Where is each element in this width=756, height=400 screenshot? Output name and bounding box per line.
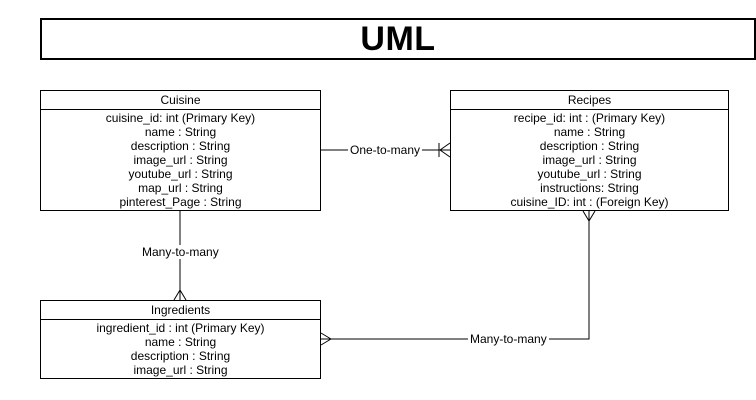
entity-ingredients-header: Ingredients — [41, 301, 320, 320]
entity-recipes-header: Recipes — [451, 91, 728, 110]
entity-attribute: cuisine_id: int (Primary Key) — [105, 111, 256, 125]
entity-attribute: youtube_url : String — [128, 167, 233, 181]
entity-attribute: map_url : String — [138, 181, 223, 195]
entity-attribute: image_url : String — [542, 153, 637, 167]
relationship-label-recipes-ingredients: Many-to-many — [468, 332, 549, 346]
entity-cuisine: Cuisine cuisine_id: int (Primary Key) na… — [40, 90, 321, 211]
entity-attribute: name : String — [144, 125, 217, 139]
entity-attribute: description : String — [130, 139, 231, 153]
entity-attribute: ingredient_id : int (Primary Key) — [96, 321, 265, 335]
entity-attribute: description : String — [130, 349, 231, 363]
entity-attribute: name : String — [144, 335, 217, 349]
diagram-title: UML — [360, 19, 436, 58]
entity-attribute: name : String — [553, 125, 626, 139]
entity-attribute: description : String — [539, 139, 640, 153]
relationship-label-cuisine-ingredients: Many-to-many — [140, 245, 221, 259]
entity-attribute: pinterest_Page : String — [119, 195, 242, 209]
diagram-title-box: UML — [40, 18, 756, 60]
relationship-label-one-to-many: One-to-many — [348, 143, 423, 157]
entity-attribute: cuisine_ID: int : (Foreign Key) — [510, 195, 669, 209]
entity-ingredients: Ingredients ingredient_id : int (Primary… — [40, 300, 321, 379]
entity-attribute: recipe_id: int : (Primary Key) — [513, 111, 666, 125]
entity-cuisine-header: Cuisine — [41, 91, 320, 110]
entity-attribute: image_url : String — [133, 363, 228, 377]
entity-attribute: youtube_url : String — [537, 167, 642, 181]
entity-attribute: instructions: String — [540, 181, 639, 195]
entity-attribute: image_url : String — [133, 153, 228, 167]
entity-recipes: Recipes recipe_id: int : (Primary Key) n… — [450, 90, 729, 211]
relationship-recipes-ingredients — [320, 210, 596, 346]
